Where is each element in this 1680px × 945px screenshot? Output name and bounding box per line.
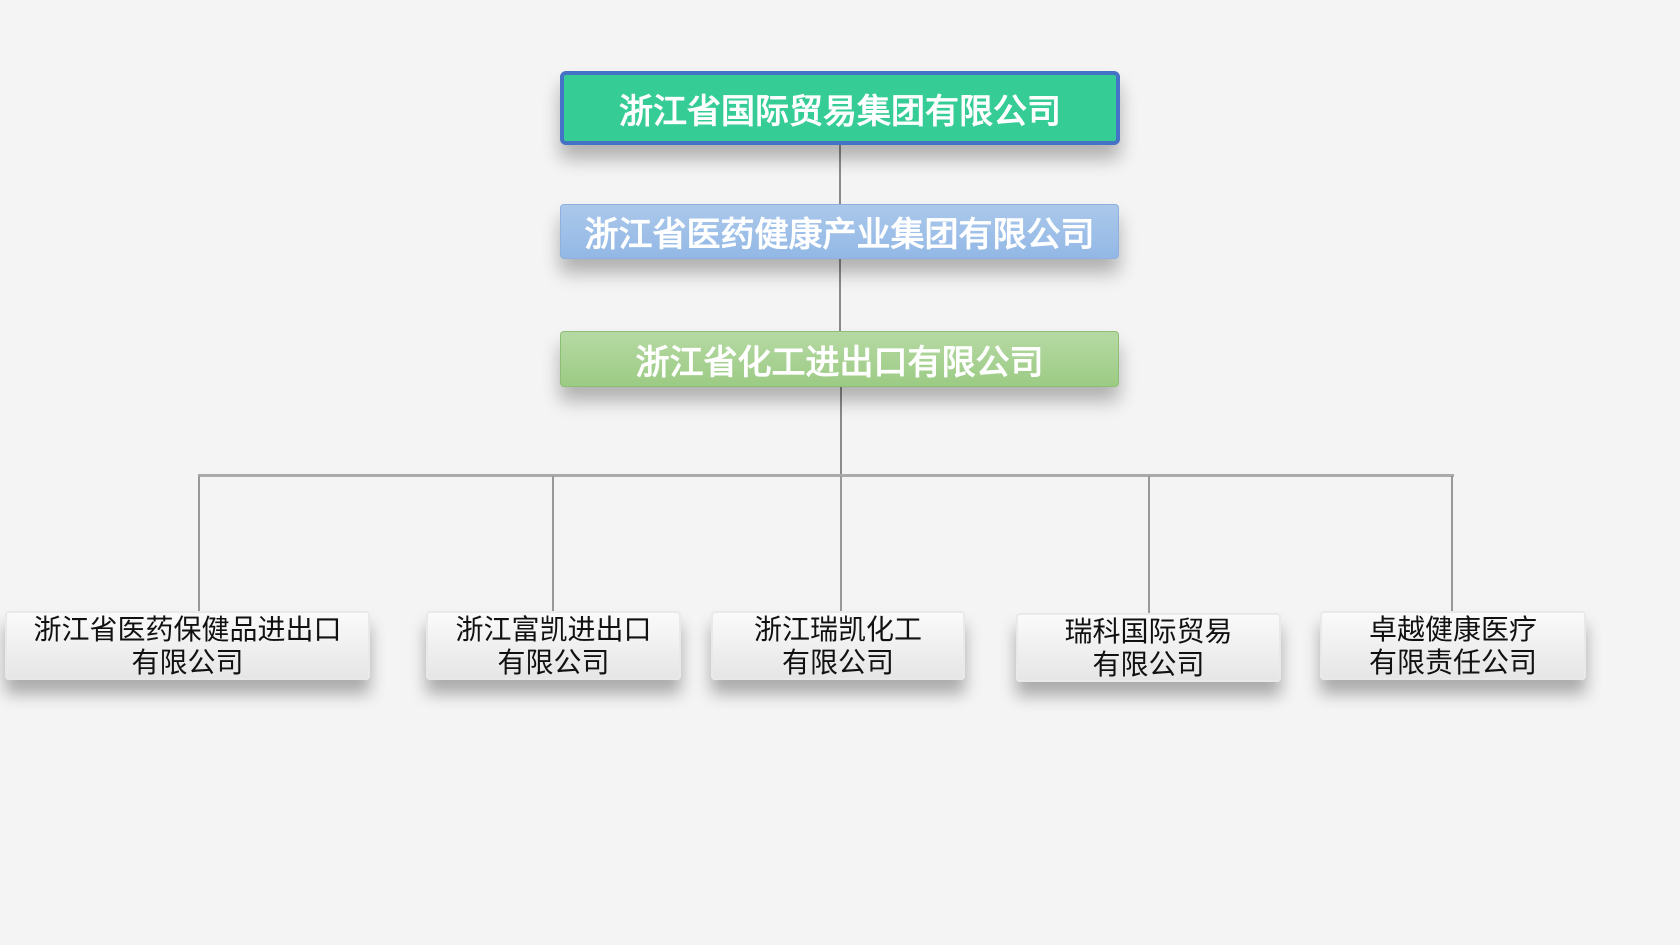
- node-label: 浙江富凯进出口: [455, 612, 652, 646]
- connector-child-3: [840, 476, 842, 611]
- node-child-5: 卓越健康医疗有限责任公司: [1320, 611, 1586, 680]
- node-level1: 浙江省医药健康产业集团有限公司: [560, 204, 1119, 259]
- node-label: 瑞科国际贸易: [1064, 614, 1233, 648]
- node-label: 浙江省国际贸易集团有限公司: [619, 91, 1061, 132]
- connector-l1-l2: [839, 259, 841, 331]
- node-label: 有限责任公司: [1368, 645, 1537, 679]
- node-label: 浙江省医药保健品进出口: [33, 612, 342, 646]
- node-child-2: 浙江富凯进出口有限公司: [426, 611, 681, 680]
- connector-child-2: [552, 476, 554, 611]
- node-level2: 浙江省化工进出口有限公司: [560, 331, 1119, 387]
- connector-l2-bus: [840, 387, 842, 475]
- connector-child-4: [1148, 476, 1150, 613]
- node-label: 浙江省化工进出口有限公司: [635, 342, 1044, 383]
- node-label: 有限公司: [1092, 647, 1205, 681]
- connector-l0-l1: [839, 145, 841, 204]
- connector-bus: [198, 474, 1454, 477]
- node-child-4: 瑞科国际贸易有限公司: [1016, 613, 1281, 682]
- node-label: 有限公司: [781, 645, 894, 679]
- node-child-1: 浙江省医药保健品进出口有限公司: [5, 611, 370, 680]
- node-label: 有限公司: [497, 645, 610, 679]
- node-label: 有限公司: [131, 645, 244, 679]
- node-label: 卓越健康医疗: [1368, 612, 1537, 646]
- node-label: 浙江省医药健康产业集团有限公司: [584, 215, 1095, 255]
- node-level0: 浙江省国际贸易集团有限公司: [560, 71, 1120, 145]
- connector-child-5: [1451, 476, 1453, 611]
- node-child-3: 浙江瑞凯化工有限公司: [711, 611, 965, 680]
- connector-child-1: [198, 476, 200, 611]
- node-label: 浙江瑞凯化工: [753, 612, 922, 646]
